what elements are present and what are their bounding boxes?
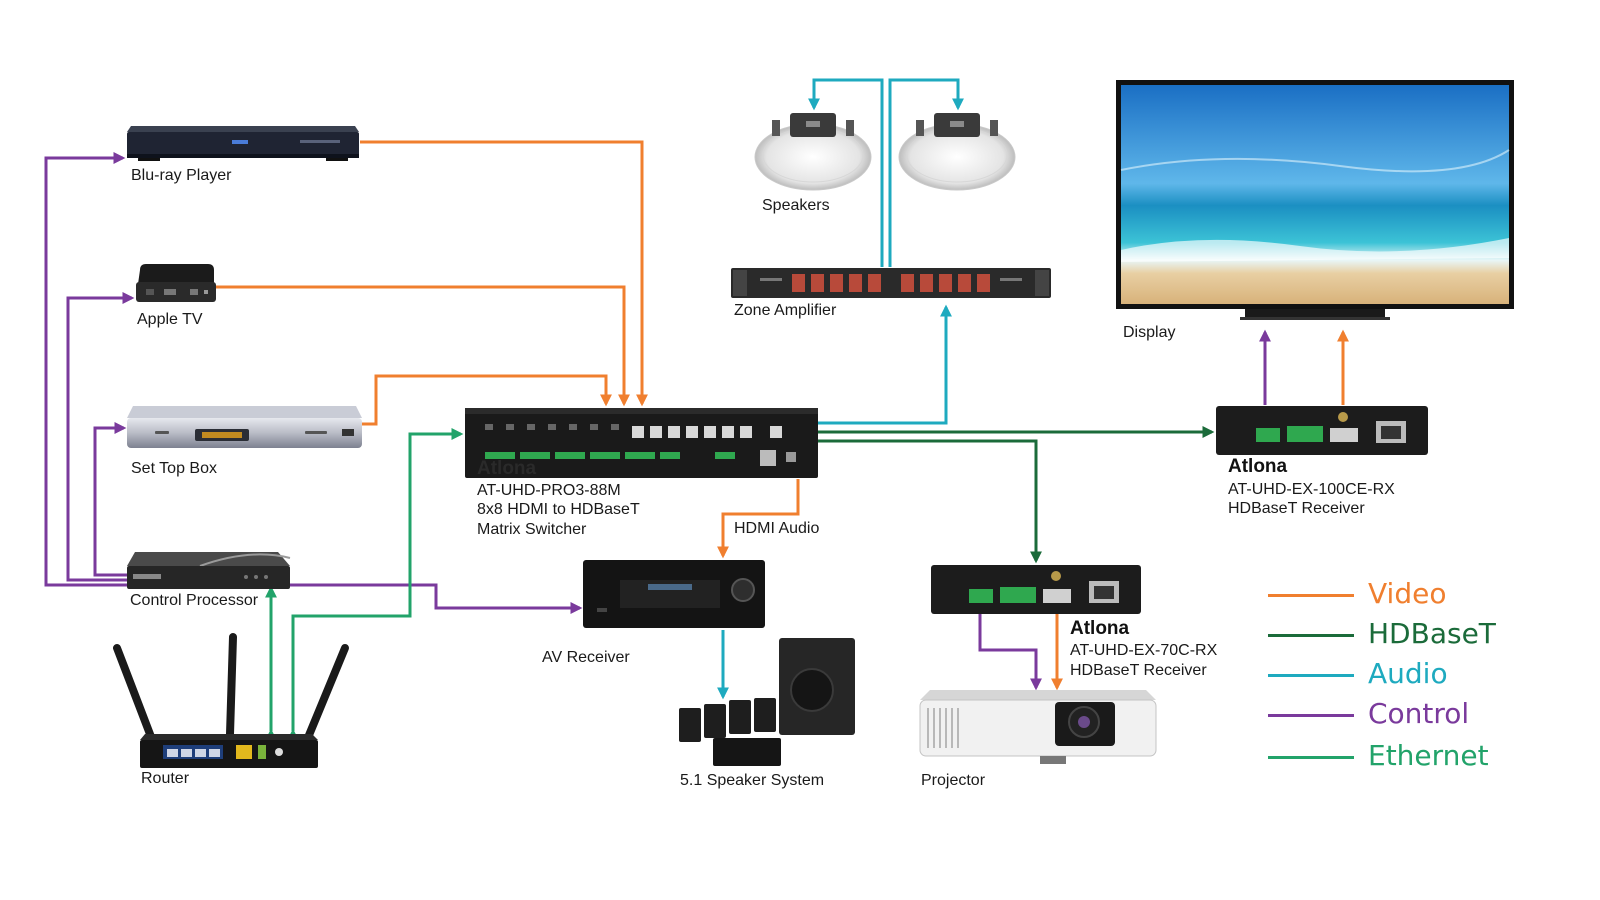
- audio-line-speaker-right: [888, 78, 964, 267]
- appletv-label: Apple TV: [137, 311, 203, 328]
- hdbaset-connections: [818, 426, 1215, 564]
- set-top-box-image: [127, 406, 362, 448]
- zone-amplifier-image: [731, 268, 1051, 298]
- legend-swatch-audio: [1268, 674, 1354, 677]
- legend-label-control: Control: [1368, 697, 1470, 730]
- control-line-bluray: [44, 152, 127, 587]
- receiver2-image: [931, 565, 1141, 614]
- speaker-system-image: [679, 638, 855, 766]
- speakers-label: Speakers: [762, 197, 830, 214]
- receiver1-image: [1216, 406, 1428, 455]
- video-line-appletv: [214, 285, 630, 407]
- control-line-avreceiver: [290, 583, 583, 614]
- legend-label-video: Video: [1368, 577, 1447, 610]
- receiver1-desc: HDBaseT Receiver: [1228, 500, 1365, 517]
- router-label: Router: [141, 770, 190, 787]
- receiver2-model: AT-UHD-EX-70C-RX: [1070, 642, 1218, 659]
- legend: Video HDBaseT Audio Control Ethernet: [1268, 578, 1518, 778]
- receiver1-model: AT-UHD-EX-100CE-RX: [1228, 481, 1395, 498]
- bluray-player-image: [127, 126, 359, 161]
- matrix-model: AT-UHD-PRO3-88M: [477, 482, 621, 499]
- projector-image: [919, 690, 1157, 764]
- control-line-appletv: [66, 292, 135, 582]
- legend-swatch-video: [1268, 594, 1354, 597]
- legend-label-ethernet: Ethernet: [1368, 739, 1489, 772]
- display-image: [1116, 80, 1514, 320]
- matrix-switcher-image: [465, 408, 818, 478]
- legend-swatch-hdbaset: [1268, 634, 1354, 637]
- settopbox-label: Set Top Box: [131, 460, 217, 477]
- legend-item-control: Control: [1268, 698, 1518, 734]
- receiver1-brand: Atlona: [1228, 456, 1288, 477]
- router-image: [113, 633, 349, 768]
- video-line-bluray: [360, 140, 648, 407]
- control-line-settopbox: [93, 422, 127, 577]
- audio-line-speaker-left: [808, 78, 884, 267]
- legend-swatch-ethernet: [1268, 756, 1354, 759]
- legend-swatch-control: [1268, 714, 1354, 717]
- hdbaset-line-receiver2: [818, 439, 1042, 564]
- av-receiver-image: [583, 560, 765, 628]
- control-processor-image: [127, 552, 291, 589]
- receiver2-desc: HDBaseT Receiver: [1070, 662, 1207, 679]
- legend-item-video: Video: [1268, 578, 1518, 614]
- ethernet-connections: [265, 428, 464, 741]
- audio-line-zone-amp: [818, 304, 952, 425]
- control-line-projector: [978, 612, 1042, 691]
- video-line-hdmi-audio: [717, 479, 800, 559]
- matrix-brand: Atlona: [477, 458, 537, 479]
- legend-item-ethernet: Ethernet: [1268, 740, 1518, 776]
- display-label: Display: [1123, 324, 1176, 341]
- zone-amplifier-label: Zone Amplifier: [734, 302, 837, 319]
- hdmi-audio-label: HDMI Audio: [734, 520, 820, 537]
- speakers-image: [754, 113, 1016, 191]
- av-receiver-label: AV Receiver: [542, 649, 630, 666]
- video-line-settopbox: [362, 374, 612, 426]
- ethernet-line-router-matrix: [287, 428, 464, 741]
- control-processor-label: Control Processor: [130, 592, 259, 609]
- speaker-system-label: 5.1 Speaker System: [680, 772, 825, 789]
- legend-label-hdbaset: HDBaseT: [1368, 617, 1496, 650]
- apple-tv-image: [136, 264, 216, 302]
- legend-item-hdbaset: HDBaseT: [1268, 618, 1518, 654]
- matrix-desc-2: Matrix Switcher: [477, 521, 587, 538]
- receiver2-brand: Atlona: [1070, 618, 1130, 639]
- projector-label: Projector: [921, 772, 986, 789]
- legend-label-audio: Audio: [1368, 657, 1448, 690]
- bluray-label: Blu-ray Player: [131, 167, 232, 184]
- legend-item-audio: Audio: [1268, 658, 1518, 694]
- matrix-desc-1: 8x8 HDMI to HDBaseT: [477, 501, 640, 518]
- audio-connections: [717, 78, 964, 700]
